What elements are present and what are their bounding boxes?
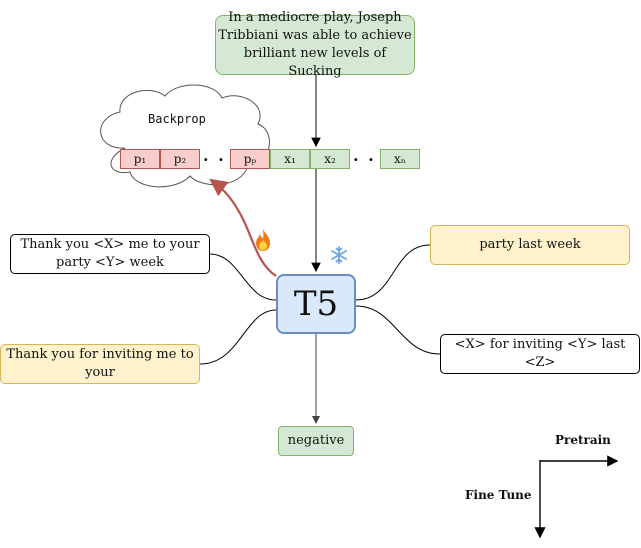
pretrain-axis-label: Pretrain: [555, 433, 611, 447]
input-sentence-box: In a mediocre play, Joseph Tribbiani was…: [215, 10, 415, 79]
lm-input-example: Thank you for inviting me to your: [0, 344, 200, 384]
prompt-token-2: p₂: [160, 149, 200, 169]
input-token-2: x₂: [310, 149, 350, 169]
pretrain-output-text: <X> for inviting <Y> last <Z>: [454, 337, 626, 370]
pretrain-output-example: <X> for inviting <Y> last <Z>: [440, 334, 640, 374]
input-token-1: x₁: [270, 149, 310, 169]
output-label-text: negative: [287, 433, 345, 448]
input-token-n: xₙ: [380, 149, 420, 169]
branch-bottom-right: [355, 305, 441, 355]
lm-input-text: Thank you for inviting me to your: [6, 347, 194, 380]
pretrain-input-example: Thank you <X> me to your party <Y> week: [10, 234, 210, 274]
fire-icon: [256, 229, 270, 251]
snowflake-icon: [331, 246, 347, 264]
backprop-cloud: [100, 84, 270, 188]
t5-model-box: T5: [276, 274, 356, 334]
branch-top-right: [355, 244, 431, 301]
branch-top-left: [209, 253, 277, 301]
finetune-axis-label: Fine Tune: [465, 488, 532, 502]
branch-bottom-left: [199, 309, 277, 365]
backprop-label: Backprop: [148, 112, 206, 126]
prompt-ellipsis: . . .: [203, 146, 241, 165]
output-label-box: negative: [278, 426, 354, 456]
pretrain-input-text: Thank you <X> me to your party <Y> week: [20, 237, 200, 270]
prompt-token-p: pₚ: [230, 149, 270, 169]
lm-output-text: party last week: [479, 237, 581, 252]
backprop-arrow: [209, 178, 277, 277]
prompt-token-1: p₁: [120, 149, 160, 169]
t5-model-label: T5: [293, 284, 339, 324]
lm-output-example: party last week: [430, 225, 630, 265]
input-sentence-text: In a mediocre play, Joseph Tribbiani was…: [218, 10, 412, 79]
input-ellipsis: . . .: [353, 146, 391, 165]
